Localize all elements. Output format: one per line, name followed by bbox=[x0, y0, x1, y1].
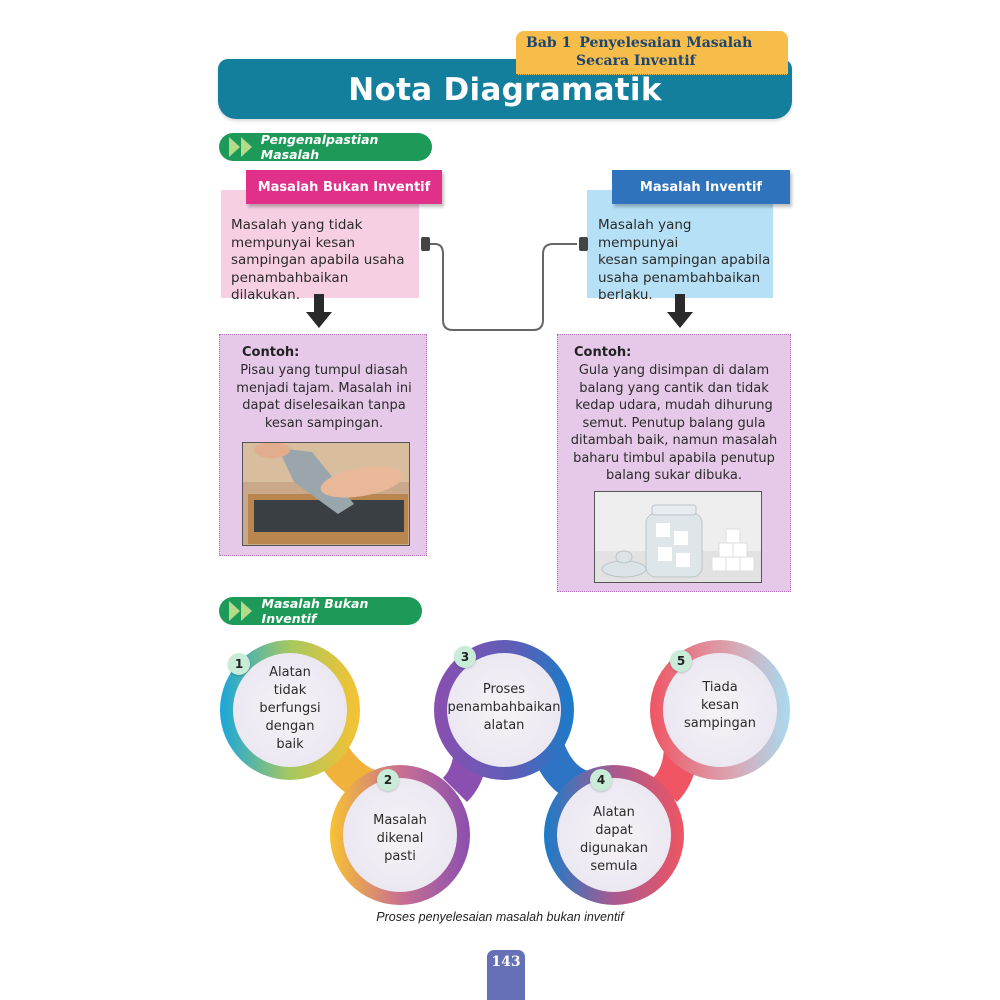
heading-inventive: Masalah Inventif bbox=[612, 170, 790, 204]
example-line: Gula yang disimpan di dalam bbox=[578, 363, 770, 378]
diagram-caption: Proses penyelesaian masalah bukan invent… bbox=[376, 910, 624, 924]
step-line: semula bbox=[590, 859, 638, 874]
example-box-non-inventive: Contoh: Pisau yang tumpul diasah menjadi… bbox=[219, 334, 427, 556]
step-text-1: Alatan tidak berfungsi dengan baik bbox=[240, 664, 340, 754]
chapter-title-line2: Secara Inventif bbox=[576, 53, 696, 69]
example-line: baharu timbul apabila penutup bbox=[573, 450, 775, 466]
process-diagram bbox=[220, 640, 790, 905]
step-line: Alatan bbox=[593, 805, 635, 820]
step-line: dikenal bbox=[376, 831, 424, 846]
step-badge-4: 4 bbox=[590, 769, 612, 791]
section-label: Pengenalpastian Masalah bbox=[260, 132, 379, 162]
section-pill-identification: Pengenalpastian Masalah bbox=[219, 132, 432, 162]
step-line: Proses bbox=[482, 682, 526, 697]
step-badge-1: 1 bbox=[228, 653, 250, 675]
connector-cable bbox=[421, 237, 588, 331]
step-text-5: Tiada kesan sampingan bbox=[670, 679, 770, 733]
plug-right-icon bbox=[579, 237, 588, 251]
down-arrow-icon bbox=[306, 294, 332, 328]
step-line: pasti bbox=[384, 849, 416, 864]
step-line: dapat bbox=[595, 823, 633, 838]
sugar-jar-photo bbox=[594, 490, 762, 583]
step-line: alatan bbox=[483, 718, 525, 733]
example-label: Contoh: bbox=[574, 345, 632, 360]
heading-non-inventive: Masalah Bukan Inventif bbox=[246, 170, 442, 204]
step-line: sampingan bbox=[684, 716, 756, 731]
example-line: kedap udara, mudah dihurung bbox=[575, 398, 773, 413]
double-chevron-icon bbox=[219, 133, 261, 161]
example-line: menjadi tajam. Masalah ini bbox=[236, 380, 412, 396]
definition-line: penambahbaikan dilakukan. bbox=[231, 269, 349, 304]
double-chevron-icon bbox=[219, 597, 262, 625]
step-line: kesan bbox=[700, 698, 740, 713]
step-badge-5: 5 bbox=[670, 650, 692, 672]
example-line: ditambah baik, namun masalah bbox=[570, 433, 778, 448]
definition-line: sampingan apabila usaha bbox=[231, 252, 405, 268]
step-text-2: Masalah dikenal pasti bbox=[350, 812, 450, 866]
step-badge-3: 3 bbox=[454, 646, 476, 668]
step-line: dengan bbox=[265, 719, 315, 734]
definition-line: berlaku. bbox=[598, 287, 653, 303]
definition-line: Masalah yang tidak bbox=[231, 217, 363, 233]
step-text-3: Proses penambahbaikan alatan bbox=[444, 681, 564, 735]
down-arrow-icon bbox=[667, 294, 693, 328]
example-line: semut. Penutup balang gula bbox=[582, 415, 766, 431]
example-line: Pisau yang tumpul diasah bbox=[240, 363, 408, 378]
example-line: balang sukar dibuka. bbox=[606, 468, 742, 483]
example-line: dapat diselesaikan tanpa bbox=[242, 398, 406, 413]
section-pill-non-inventive: Masalah Bukan Inventif bbox=[219, 596, 422, 626]
step-line: digunakan bbox=[579, 841, 649, 856]
definition-line: Masalah yang mempunyai bbox=[598, 217, 692, 251]
definition-box-inventive: Masalah yang mempunyai kesan sampingan a… bbox=[587, 190, 773, 303]
chapter-tab: Bab 1 Penyelesaian Masalah Secara Invent… bbox=[516, 31, 788, 75]
definition-line: kesan sampingan apabila bbox=[598, 252, 771, 268]
step-line: penambahbaikan bbox=[447, 700, 561, 715]
example-line: kesan sampingan. bbox=[264, 415, 384, 431]
example-line: balang yang cantik dan tidak bbox=[579, 380, 769, 396]
step-line: Tiada bbox=[702, 680, 738, 695]
step-line: baik bbox=[276, 737, 304, 752]
definition-line: usaha penambahbaikan bbox=[598, 269, 761, 286]
step-line: tidak bbox=[273, 683, 307, 698]
page-number: 143 bbox=[487, 950, 525, 1000]
step-line: berfungsi bbox=[259, 701, 321, 716]
definition-box-non-inventive: Masalah yang tidak mempunyai kesan sampi… bbox=[221, 190, 419, 303]
chapter-number: Bab 1 bbox=[526, 35, 572, 51]
step-line: Masalah bbox=[373, 813, 427, 828]
example-box-inventive: Contoh: Gula yang disimpan di dalam bala… bbox=[557, 334, 791, 592]
step-badge-2: 2 bbox=[377, 769, 399, 791]
example-label: Contoh: bbox=[242, 345, 300, 360]
step-line: Alatan bbox=[269, 665, 311, 680]
knife-sharpening-photo bbox=[242, 442, 410, 546]
chapter-title-line1: Penyelesaian Masalah bbox=[579, 35, 753, 51]
step-text-4: Alatan dapat digunakan semula bbox=[564, 804, 664, 876]
definition-line: mempunyai kesan bbox=[231, 234, 356, 251]
plug-left-icon bbox=[421, 237, 430, 251]
section-label: Masalah Bukan Inventif bbox=[261, 596, 369, 626]
page-title: Nota Diagramatik bbox=[348, 72, 662, 108]
